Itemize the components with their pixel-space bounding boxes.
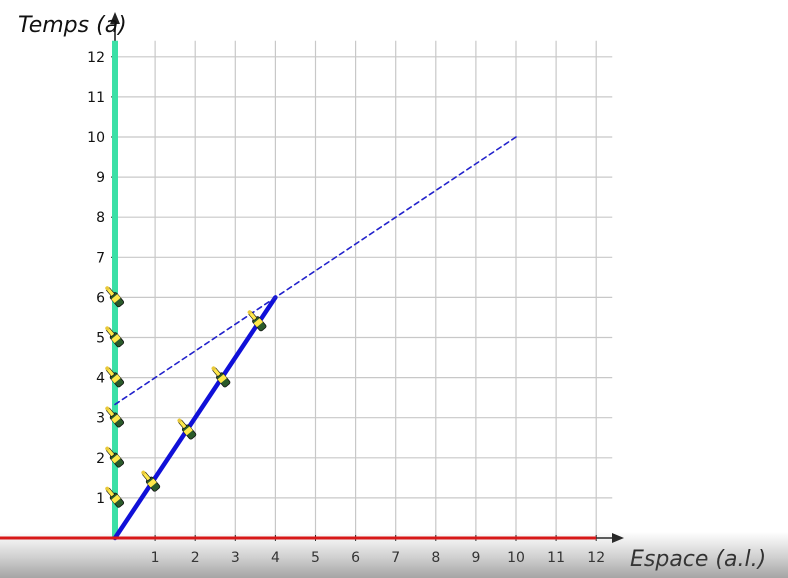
bottle-label — [183, 426, 193, 436]
y-tick-label: 11 — [87, 90, 105, 106]
bottle-label — [217, 374, 227, 384]
grid — [115, 40, 613, 538]
bottle-cork — [105, 406, 110, 411]
y-tick-label: 8 — [96, 210, 105, 226]
bottle-cork — [105, 286, 110, 291]
bottle-label — [111, 414, 121, 424]
x-tick-label: 9 — [471, 550, 480, 566]
y-tick-label: 5 — [96, 331, 105, 347]
y-tick-label: 6 — [96, 290, 105, 306]
bottle-label — [111, 334, 121, 344]
y-tick-label: 12 — [87, 50, 105, 66]
y-tick-label: 4 — [96, 371, 105, 387]
y-tick-label: 7 — [96, 250, 105, 266]
bottle-label — [111, 374, 121, 384]
bottle-cork — [105, 486, 110, 491]
axes — [110, 12, 624, 543]
bottle-cork — [141, 470, 146, 475]
markers — [105, 286, 267, 508]
y-tick-label: 1 — [96, 491, 105, 507]
x-tick-label: 12 — [587, 550, 605, 566]
bottle-label — [111, 494, 121, 504]
champagne-bottle-icon — [105, 366, 125, 388]
champagne-bottle-icon — [105, 406, 125, 428]
x-tick-label: 8 — [431, 550, 440, 566]
x-axis-arrow — [612, 533, 624, 543]
x-tick-label: 2 — [191, 550, 200, 566]
x-tick-label: 7 — [391, 550, 400, 566]
bottle-cork — [177, 418, 182, 423]
bottle-cork — [105, 446, 110, 451]
series-traveller-outbound — [112, 295, 278, 541]
bottle-label — [111, 294, 121, 304]
x-axis-label: Espace (a.l.) — [630, 547, 766, 572]
y-tick-label: 2 — [96, 451, 105, 467]
champagne-bottle-icon — [105, 486, 125, 508]
x-tick-label: 6 — [351, 550, 360, 566]
champagne-bottle-icon — [247, 310, 267, 332]
champagne-bottle-icon — [105, 326, 125, 348]
bottle-cork — [105, 326, 110, 331]
bottle-cork — [105, 366, 110, 371]
x-tick-label: 3 — [231, 550, 240, 566]
y-tick-label: 3 — [96, 411, 105, 427]
x-tick-label: 4 — [271, 550, 280, 566]
champagne-bottle-icon — [105, 286, 125, 308]
bottle-cork — [211, 366, 216, 371]
x-tick-label: 10 — [507, 550, 525, 566]
champagne-bottle-icon — [105, 446, 125, 468]
bottle-cork — [247, 310, 252, 315]
champagne-bottle-icon — [211, 366, 231, 388]
champagne-bottle-icon — [141, 470, 161, 492]
y-axis-arrow — [110, 12, 120, 24]
x-tick-label: 5 — [311, 550, 320, 566]
y-tick-label: 10 — [87, 130, 105, 146]
bottle-label — [253, 318, 263, 328]
y-tick-label: 9 — [96, 170, 105, 186]
x-tick-label: 1 — [151, 550, 160, 566]
y-axis-label: Temps (a) — [18, 13, 127, 38]
x-tick-label: 11 — [547, 550, 565, 566]
series — [0, 40, 597, 541]
bottle-label — [111, 454, 121, 464]
bottle-label — [147, 478, 157, 488]
series-dashed-projection — [114, 136, 517, 406]
champagne-bottle-icon — [177, 418, 197, 440]
